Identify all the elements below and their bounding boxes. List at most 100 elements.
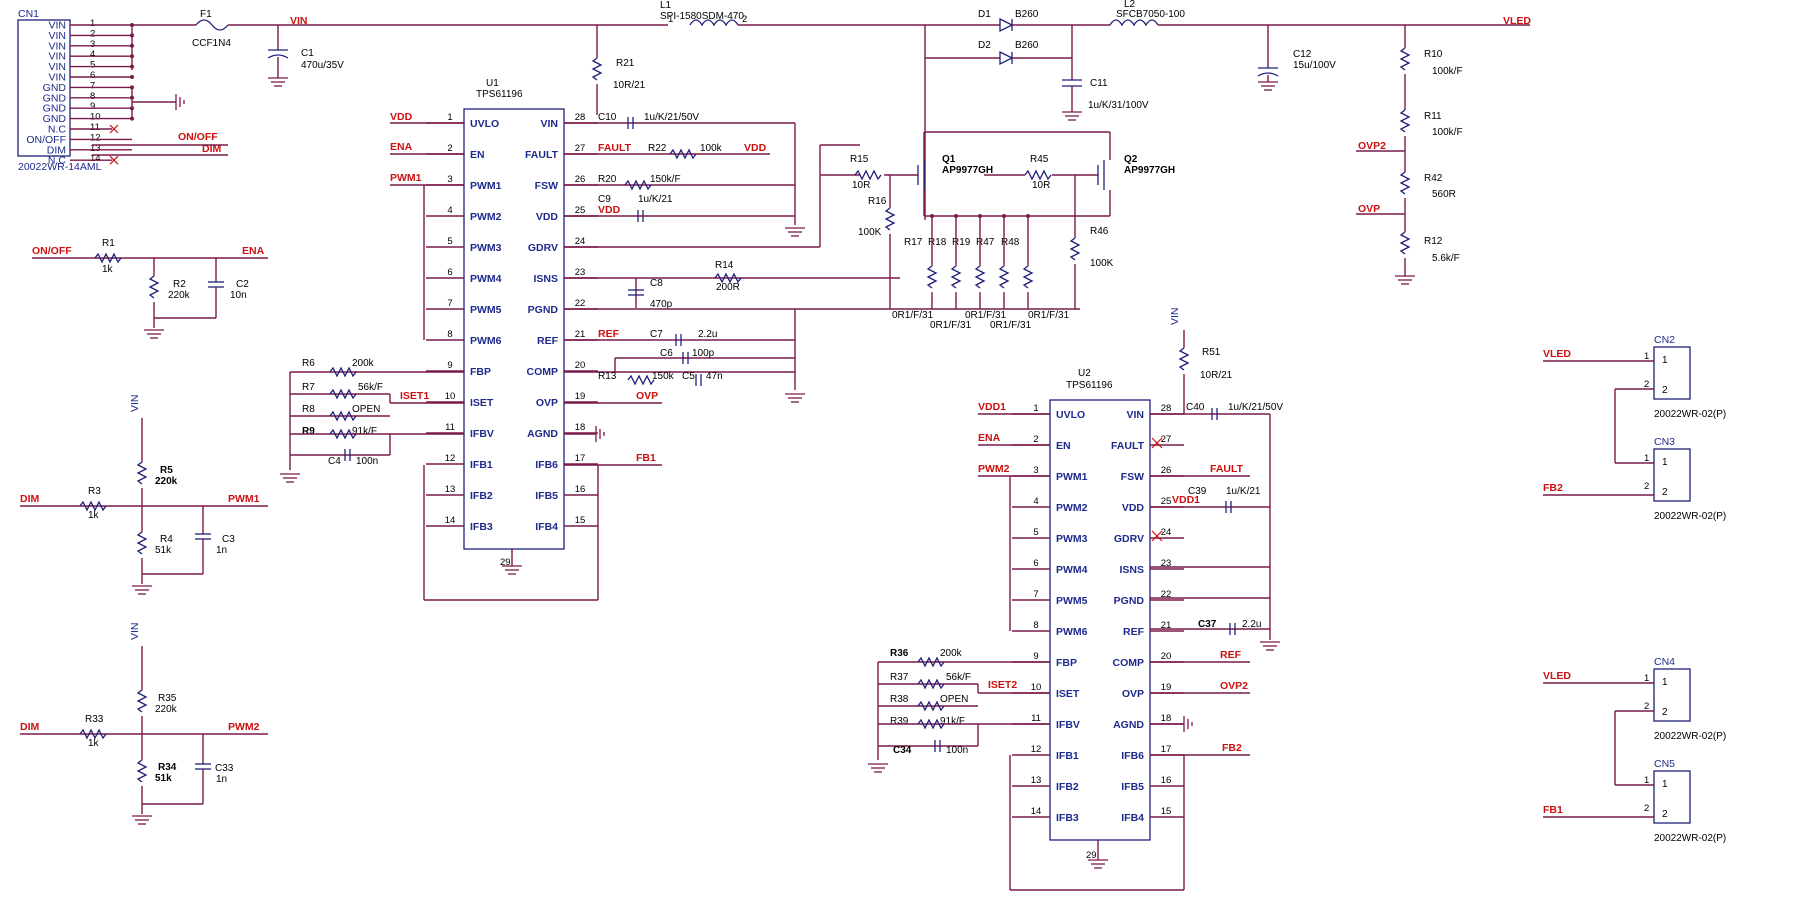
pwm1-out-net: PWM1 <box>228 493 260 505</box>
u1-right-nets: C10 1u/K/21/50V FAULT R22 100k VDD R20 1… <box>564 112 1080 600</box>
d1-ref: D1 <box>978 9 991 20</box>
u1-pin-21-num: 21 <box>575 329 586 340</box>
u2-pin-26-num: 26 <box>1161 465 1172 476</box>
cn1-pin-num-7: 7 <box>90 80 95 91</box>
r47-value: 0R1/F/31 <box>990 320 1032 331</box>
q1-ref: Q1 <box>942 154 956 165</box>
gnd-u2-pad <box>1088 859 1108 869</box>
c37-ref: C37 <box>1198 619 1217 630</box>
r19-ref: R19 <box>952 237 971 248</box>
sense-body-4 <box>1022 265 1034 289</box>
net-ovp2-label: OVP2 <box>1358 140 1386 152</box>
u1-pin-14-label: IFB3 <box>470 521 493 533</box>
u1-pin-19-num: 19 <box>575 391 586 402</box>
cn1-pin-num-14: 14 <box>90 153 101 164</box>
conn-cn2-net: VLED <box>1543 348 1571 360</box>
sense-body-3 <box>998 265 1010 289</box>
cn1-ref: CN1 <box>18 8 39 20</box>
c33-value: 1n <box>216 774 227 785</box>
r14-ref: R14 <box>715 260 734 271</box>
cn1-body <box>17 19 71 157</box>
u1-pin-12-label: IFB1 <box>470 459 493 471</box>
conn-cn4-pin2-num: 2 <box>1644 701 1649 712</box>
c1-value: 470u/35V <box>301 60 344 71</box>
c34-value: 100n <box>946 745 968 756</box>
conn-cn2-body <box>1653 346 1691 400</box>
cn1-pin-name-9: GND <box>43 103 67 115</box>
sense-body-1 <box>950 265 962 289</box>
c8-ref: C8 <box>650 278 663 289</box>
conn-cn5-part: 20022WR-02(P) <box>1654 833 1726 844</box>
cn1-pin-num-1: 1 <box>90 18 95 29</box>
u2-pin-3-num: 3 <box>1033 465 1038 476</box>
r37-body <box>917 678 945 690</box>
c11-ref: C11 <box>1090 78 1108 89</box>
u2-pin-18-num: 18 <box>1161 713 1172 724</box>
d2-symbol <box>999 50 1014 66</box>
u2-pin-16-label: IFB5 <box>1121 781 1144 793</box>
c4-value: 100n <box>356 456 378 467</box>
gnd-pwm1 <box>132 585 152 595</box>
cn1-pin-num-13: 13 <box>90 143 101 154</box>
gnd-u1-pgnd <box>785 393 805 403</box>
conn-cn4-pin1-num: 1 <box>1644 673 1649 684</box>
gnd-u2-fb <box>868 763 888 773</box>
conn-cn3-pin1-label: 1 <box>1662 457 1668 468</box>
r37-ref: R37 <box>890 672 909 683</box>
u1-pin-8-num: 8 <box>447 329 452 340</box>
u2-pin-7-num: 7 <box>1033 589 1038 600</box>
c7-ref: C7 <box>650 329 663 340</box>
u2-pin-3-label: PWM1 <box>1056 471 1088 483</box>
u1-pin-27-label: FAULT <box>525 149 559 161</box>
r14-value: 200R <box>716 282 740 293</box>
u2-pin-13-label: IFB2 <box>1056 781 1079 793</box>
u1-pin-9-num: 9 <box>447 360 452 371</box>
c2-value: 10n <box>230 290 247 301</box>
r39-body <box>917 718 945 730</box>
cn1-pin-name-13: DIM <box>47 144 66 156</box>
u1-pin-18-num: 18 <box>575 422 586 433</box>
cn1-pin-num-8: 8 <box>90 91 95 102</box>
u2-pin-4-label: PWM2 <box>1056 502 1088 514</box>
u1-pin-21-label: REF <box>537 335 559 347</box>
r22-value: 100k <box>700 143 723 154</box>
u2-pin-21-label: REF <box>1123 626 1145 638</box>
conn-cn2-pin2-num: 2 <box>1644 379 1649 390</box>
u1-pin-25-num: 25 <box>575 205 586 216</box>
r35-ref: R35 <box>158 693 177 704</box>
cn1-pin-name-2: VIN <box>48 30 66 42</box>
net-ovp-label: OVP <box>1358 203 1380 215</box>
u2-pin-24-num: 24 <box>1161 527 1172 538</box>
u1-pin-7-num: 7 <box>447 298 452 309</box>
r13-value: 150k <box>652 371 675 382</box>
pwm1-dim-net: DIM <box>20 493 40 505</box>
u2-pin-10-num: 10 <box>1031 682 1042 693</box>
r36-ref: R36 <box>890 648 909 659</box>
resistor-r21: R21 10R/21 <box>591 25 646 115</box>
u1-pad-num: 29 <box>500 557 511 568</box>
conn-cn4-net: VLED <box>1543 670 1571 682</box>
cn1-pin-name-5: VIN <box>48 61 66 73</box>
r4-value: 51k <box>155 545 172 556</box>
r6-body <box>329 366 357 378</box>
u1-pin-6-num: 6 <box>447 267 452 278</box>
c40-ref: C40 <box>1186 402 1205 413</box>
r45-body <box>1024 169 1052 181</box>
gnd-c11 <box>1062 111 1082 121</box>
c3-ref: C3 <box>222 534 235 545</box>
u1-pin-19-label: OVP <box>536 397 558 409</box>
q1-value: AP9977GH <box>942 165 993 176</box>
u2-pin-13-num: 13 <box>1031 775 1042 786</box>
u1-pin-1-label: UVLO <box>470 118 499 130</box>
sense-junction-1 <box>954 214 958 218</box>
u2-pin-2-num: 2 <box>1033 434 1038 445</box>
pwm1-network: VIN R5 220k DIM R3 1k PWM1 R4 51k C3 1n <box>20 394 268 595</box>
u1-pin-20-label: COMP <box>527 366 559 378</box>
u1-pin-10-num: 10 <box>445 391 456 402</box>
u2-pin-28-label: VIN <box>1126 409 1144 421</box>
r13-ref: R13 <box>598 371 617 382</box>
r1-value: 1k <box>102 264 114 275</box>
u2-pin-28-num: 28 <box>1161 403 1172 414</box>
u2-pin-17-label: IFB6 <box>1121 750 1144 762</box>
